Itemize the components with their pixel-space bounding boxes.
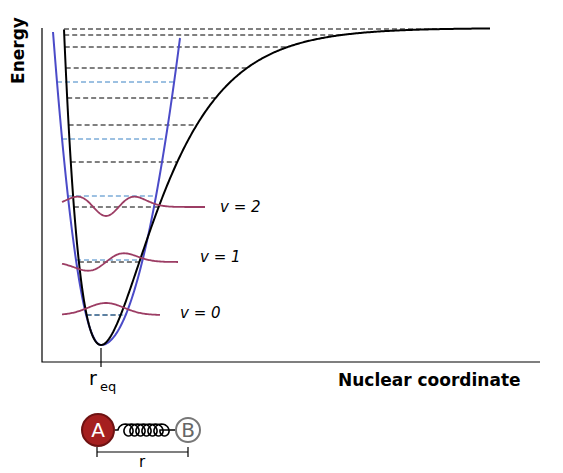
morse-potential xyxy=(64,28,490,345)
wavefunction xyxy=(62,197,205,216)
anharmonic-level xyxy=(79,262,139,263)
harmonic-level xyxy=(62,139,166,140)
anharmonic-level xyxy=(67,98,215,99)
axis-title: Energy xyxy=(10,17,27,84)
harmonic-level xyxy=(57,82,174,83)
anharmonic-level xyxy=(69,125,197,126)
axis-title: Nuclear coordinate xyxy=(338,372,521,389)
atom-label: B xyxy=(181,420,195,440)
wavefunction xyxy=(62,303,160,315)
atom-b: B xyxy=(175,417,201,443)
wavefunction xyxy=(62,253,178,270)
subscript-label: eq xyxy=(100,380,116,393)
axes xyxy=(42,28,540,362)
dimension-label: r xyxy=(139,455,145,470)
atom-label: A xyxy=(91,420,105,440)
anharmonic-level xyxy=(64,35,341,36)
symbol-label: r xyxy=(89,369,97,388)
anharmonic-level xyxy=(74,207,159,208)
req-tick xyxy=(100,348,101,367)
anharmonic-level xyxy=(66,68,247,69)
level-label: v = 1 xyxy=(200,250,241,265)
anharmonic-level xyxy=(64,29,446,30)
atom-a: A xyxy=(81,413,115,447)
anharmonic-level xyxy=(65,47,288,48)
spring-bond xyxy=(115,424,175,436)
level-label: v = 2 xyxy=(220,200,261,215)
level-label: v = 0 xyxy=(180,306,221,321)
